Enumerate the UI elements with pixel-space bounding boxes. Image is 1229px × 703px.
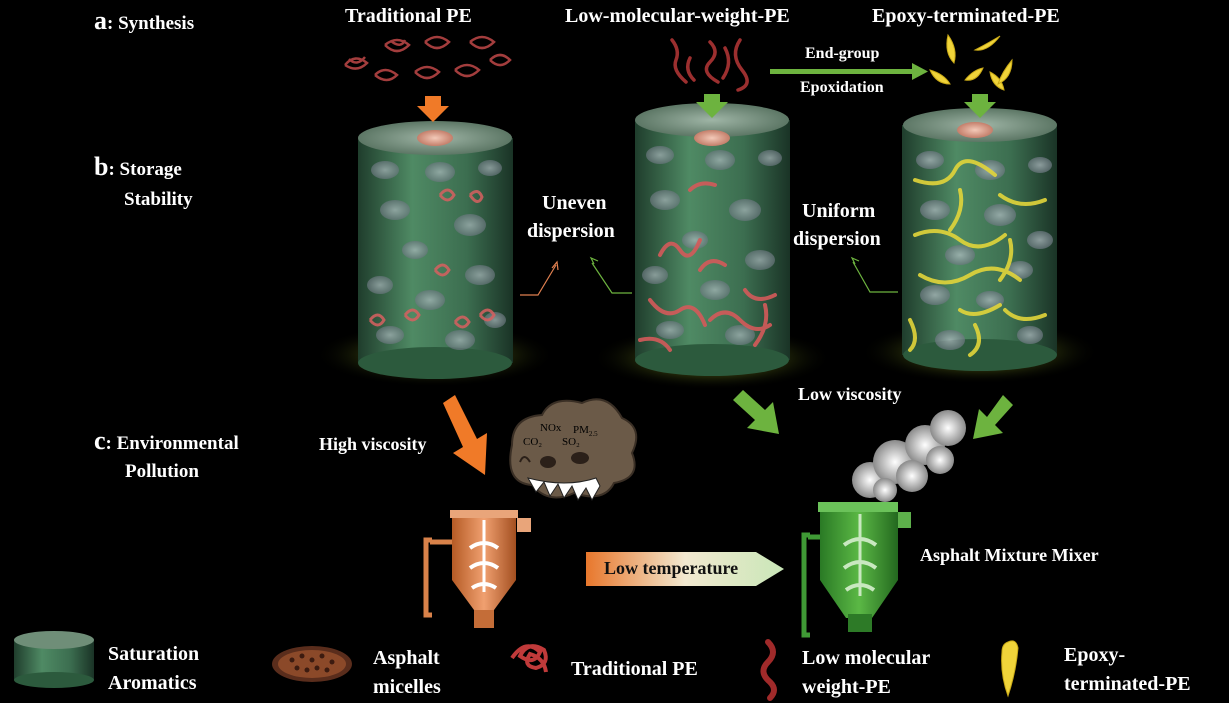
cloud-co2: CO₂	[523, 436, 543, 448]
legend-lowmw-line1: Low molecular	[802, 647, 931, 669]
legend-traditional-pe-icon	[510, 644, 548, 673]
cloud-pm: PM2.5	[573, 424, 598, 438]
legend-asphalt-micelles: Asphalt micelles	[373, 644, 441, 702]
legend-lowmw-pe: Low molecular weight-PE	[802, 644, 930, 702]
uniform-dispersion-line1: Uniform	[802, 200, 876, 222]
reaction-label-epoxidation: Epoxidation	[800, 79, 884, 96]
uneven-dispersion-line2: dispersion	[527, 220, 615, 242]
arrow-down-orange	[417, 96, 449, 122]
arrow-low-viscosity	[733, 390, 779, 434]
section-b-title-line2: Stability	[124, 189, 193, 210]
section-b-label: b: Storage	[94, 152, 182, 182]
legend-lowmw-pe-icon	[760, 639, 777, 701]
mixer-orange	[423, 510, 531, 628]
arrow-down-green	[696, 94, 728, 118]
mixer-label: Asphalt Mixture Mixer	[920, 545, 1099, 565]
uniform-dispersion-line2: dispersion	[793, 228, 881, 250]
legend-epoxy-line2: terminated-PE	[1064, 673, 1191, 695]
mixer-green	[801, 502, 911, 638]
cylinder-low-mw-pe	[635, 103, 790, 376]
cloud-so2: SO₂	[562, 436, 580, 448]
legend-micelles-line1: Asphalt	[373, 647, 440, 669]
arrow-low-viscosity	[973, 395, 1013, 439]
low-temperature-label: Low temperature	[604, 558, 739, 578]
legend-saturation-line1: Saturation	[108, 643, 200, 665]
arrow-high-viscosity	[443, 395, 487, 475]
cylinder-epoxy-pe	[902, 108, 1057, 371]
low-temperature-arrow-shape	[586, 552, 784, 586]
legend-micelle-icon	[272, 646, 352, 682]
pollution-cloud	[509, 398, 638, 502]
legend-lowmw-line2: weight-PE	[802, 676, 891, 698]
section-a-title: : Synthesis	[107, 13, 195, 34]
low-viscosity-label: Low viscosity	[798, 384, 902, 404]
pointer-arrows	[520, 256, 898, 296]
section-c-title-line2: Pollution	[125, 461, 199, 482]
legend-micelles-line2: micelles	[373, 676, 441, 698]
smoke-cloud	[852, 410, 966, 502]
high-viscosity-label: High viscosity	[319, 434, 427, 454]
section-c-label: c: Environmental	[94, 426, 239, 456]
header-epoxy-pe: Epoxy-terminated-PE	[872, 5, 1060, 27]
legend-epoxy-pe: Epoxy- terminated-PE	[1064, 641, 1191, 699]
epoxy-pe-drops	[929, 33, 1013, 91]
section-b-letter: b	[94, 152, 109, 181]
legend-saturation-aromatics: Saturation Aromatics	[108, 640, 199, 698]
section-c-title-line1: : Environmental	[105, 433, 239, 454]
legend-cylinder-icon	[14, 631, 94, 688]
section-a-label: a: Synthesis	[94, 6, 194, 36]
legend-epoxy-pe-icon	[1001, 640, 1019, 698]
low-mw-pe-chains	[670, 38, 749, 92]
epoxidation-arrow	[770, 63, 928, 80]
section-a-letter: a	[94, 6, 107, 35]
legend-epoxy-line1: Epoxy-	[1064, 644, 1126, 666]
arrow-down-green	[964, 94, 996, 118]
cylinder-traditional-pe	[358, 121, 513, 379]
low-temperature-arrow: Low temperature	[586, 548, 786, 590]
uneven-dispersion-line1: Uneven	[542, 192, 607, 214]
header-traditional-pe: Traditional PE	[345, 5, 472, 27]
legend-saturation-line2: Aromatics	[108, 672, 197, 694]
cloud-pm-text: PM	[573, 424, 589, 436]
traditional-pe-tangles	[344, 35, 512, 82]
cloud-pm-subscript: 2.5	[588, 430, 598, 439]
cloud-nox: NOx	[540, 422, 562, 434]
section-c-letter: c	[94, 426, 106, 455]
legend-traditional-pe: Traditional PE	[571, 658, 698, 680]
reaction-label-endgroup: End-group	[805, 45, 880, 62]
section-b-title-line1: : Storage	[108, 159, 182, 180]
header-low-mw-pe: Low-molecular-weight-PE	[565, 5, 790, 27]
